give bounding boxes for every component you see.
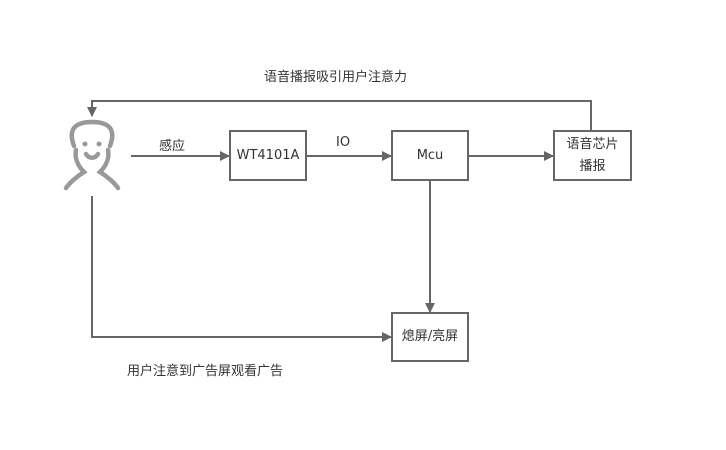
edge-user-to-screen <box>91 196 392 342</box>
node-voice-chip-line2: 播报 <box>579 158 606 174</box>
person-icon <box>63 119 121 191</box>
edge-label-voice-feedback: 语音播报吸引用户注意力 <box>264 70 408 85</box>
edge-label-user-watch: 用户注意到广告屏观看广告 <box>127 364 284 379</box>
edge-label-sense: 感应 <box>159 139 186 154</box>
node-voice-chip-line1: 语音芯片 <box>566 136 619 152</box>
node-screen-label: 熄屏/亮屏 <box>401 329 459 344</box>
node-sensor: WT4101A <box>229 130 307 181</box>
node-voice-chip: 语音芯片 播报 <box>553 130 632 181</box>
node-screen: 熄屏/亮屏 <box>391 312 469 362</box>
edge-voice-to-user <box>87 100 592 131</box>
node-mcu: Mcu <box>391 130 469 181</box>
node-mcu-label: Mcu <box>416 147 444 163</box>
node-sensor-label: WT4101A <box>236 147 300 163</box>
edge-label-io: IO <box>336 135 351 150</box>
